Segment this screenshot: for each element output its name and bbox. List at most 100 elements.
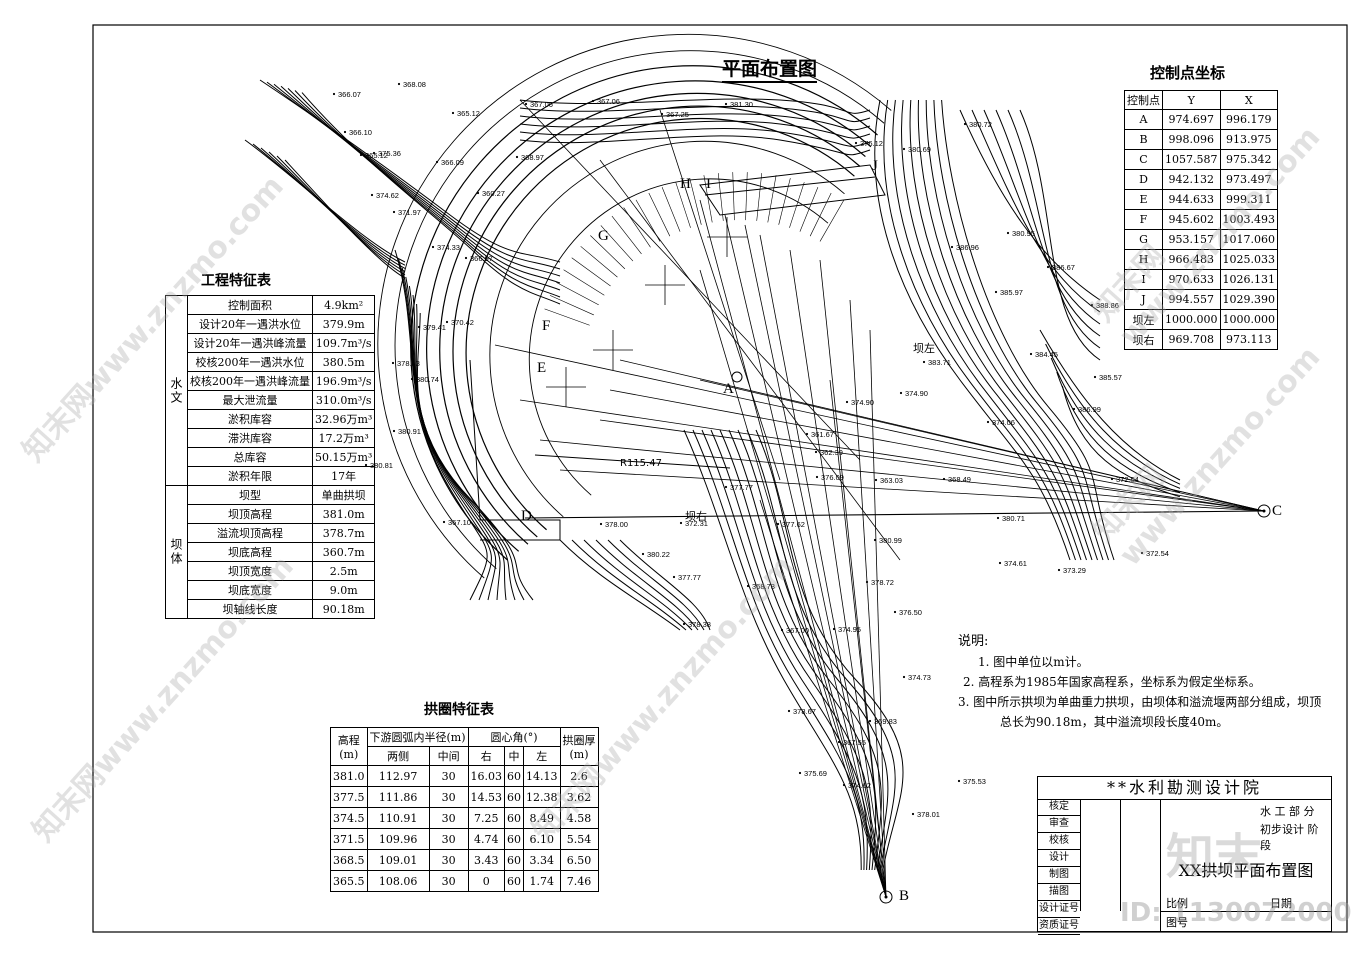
elevation-point <box>724 485 728 489</box>
table-cell: 381.0m <box>311 504 376 524</box>
note-2: 2. 高程系为1985年国家高程系，坐标系为假定坐标系。 <box>963 675 1261 689</box>
dam-radial <box>732 172 735 221</box>
contour-line <box>408 285 507 601</box>
role-label: 审查 <box>1038 816 1080 833</box>
elevation-label: 380.99 <box>879 536 902 545</box>
elevation-label: 373.29 <box>1063 566 1086 575</box>
contour-line <box>983 109 1101 325</box>
elevation-point <box>814 450 818 454</box>
contour-line <box>728 429 882 871</box>
contour-line <box>571 539 687 631</box>
elevation-point <box>359 153 363 157</box>
elevation-point <box>1029 352 1033 356</box>
thickness-unit: (m) <box>569 748 589 761</box>
dam-arc <box>489 140 845 518</box>
elevation-unit: (m) <box>339 748 359 761</box>
contour-line <box>519 105 871 123</box>
dam-radial <box>717 173 724 221</box>
column-header-radius: 下游圆弧内半径(m) <box>366 727 469 747</box>
point-label-e: E <box>537 360 546 376</box>
note-4: 总长为90.18m，其中溢流坝段长度40m。 <box>1000 715 1229 729</box>
point-label-d: D <box>521 508 532 524</box>
elevation-label: 375.69 <box>804 769 827 778</box>
contour-line <box>559 539 681 631</box>
scale-label: 比例 <box>1166 897 1188 910</box>
block-row-line <box>1160 911 1332 912</box>
survey-sightline <box>699 379 1265 512</box>
sign-column-2 <box>1120 799 1161 911</box>
elevation-label: 378.01 <box>917 810 940 819</box>
column-header-thickness: 拱圈厚(m) <box>559 727 599 766</box>
elevation-point <box>442 520 446 524</box>
dam-radial <box>809 192 832 237</box>
elevation-label: 374.73 <box>908 673 931 682</box>
elevation-point <box>431 245 435 249</box>
elevation-point <box>392 210 396 214</box>
table-cell: 310.0m³/s <box>311 390 376 410</box>
elevation-point <box>868 719 872 723</box>
elevation-label: 380.22 <box>647 550 670 559</box>
table-cell: 111.86 <box>366 786 430 808</box>
table-cell: 坝顶高程 <box>187 504 313 524</box>
institute-name: **水利勘测设计院 <box>1038 777 1331 800</box>
contour-line <box>683 429 862 871</box>
column-header: 控制点 <box>1124 90 1163 110</box>
elevation-label: 386.99 <box>1078 405 1101 414</box>
point-label-i: I <box>706 176 711 192</box>
contour-line <box>971 109 1101 313</box>
elevation-label: 383.71 <box>928 358 951 367</box>
table-cell: 60 <box>504 765 525 787</box>
point-c-marker <box>1257 504 1271 518</box>
elevation-label: 381.30 <box>730 100 753 109</box>
contour-line <box>284 159 406 279</box>
dam-radial <box>767 175 777 223</box>
elevation-label: 385.97 <box>1000 288 1023 297</box>
elevation-point <box>392 429 396 433</box>
survey-sightline <box>599 159 901 561</box>
elevation-point <box>397 82 401 86</box>
label-dam-right: 坝右 <box>685 509 707 523</box>
elevation-label: 378.38 <box>688 620 711 629</box>
contour-line <box>394 249 488 601</box>
table-cell: 973.113 <box>1219 329 1278 350</box>
elevation-point <box>591 99 595 103</box>
elevation-label: 362.39 <box>820 448 843 457</box>
note-1: 1. 图中单位以m计。 <box>978 655 1089 669</box>
role-label: 制图 <box>1038 867 1080 884</box>
elevation-label: 370.42 <box>451 318 474 327</box>
elevation-label: 374.33 <box>437 243 460 252</box>
number-label: 图号 <box>1166 916 1188 929</box>
table-cell: 1.74 <box>523 870 561 892</box>
survey-sightline <box>869 329 887 898</box>
elevation-label: 361.67 <box>811 430 834 439</box>
table-cell: 30 <box>428 849 469 871</box>
elevation-point <box>798 771 802 775</box>
table-cell: 溢流坝顶高程 <box>187 523 313 543</box>
elevation-point <box>957 779 961 783</box>
table-cell: B <box>1124 129 1163 150</box>
table-cell: 16.03 <box>467 765 506 787</box>
contour-line <box>925 99 1104 561</box>
elevation-label: 380.95 <box>1012 229 1035 238</box>
elevation-point <box>832 627 836 631</box>
dam-crest-road <box>699 164 886 216</box>
title-block: **水利勘测设计院 核定审查校核设计制图描图设计证号资质证号 水 工 部 分 初… <box>1037 776 1332 935</box>
table-cell: 14.13 <box>523 765 561 787</box>
dam-radial <box>661 187 681 232</box>
table-header-row: 两侧中间右中左 <box>331 746 599 766</box>
dam-axis-line <box>524 510 1265 519</box>
table-cell: 377.5 <box>330 786 368 808</box>
dam-radial <box>571 257 611 287</box>
table-cell: 360.7m <box>311 542 376 562</box>
contour-line <box>287 88 561 291</box>
table-cell: 109.96 <box>366 828 430 850</box>
elevation-label: 372.31 <box>685 519 708 528</box>
